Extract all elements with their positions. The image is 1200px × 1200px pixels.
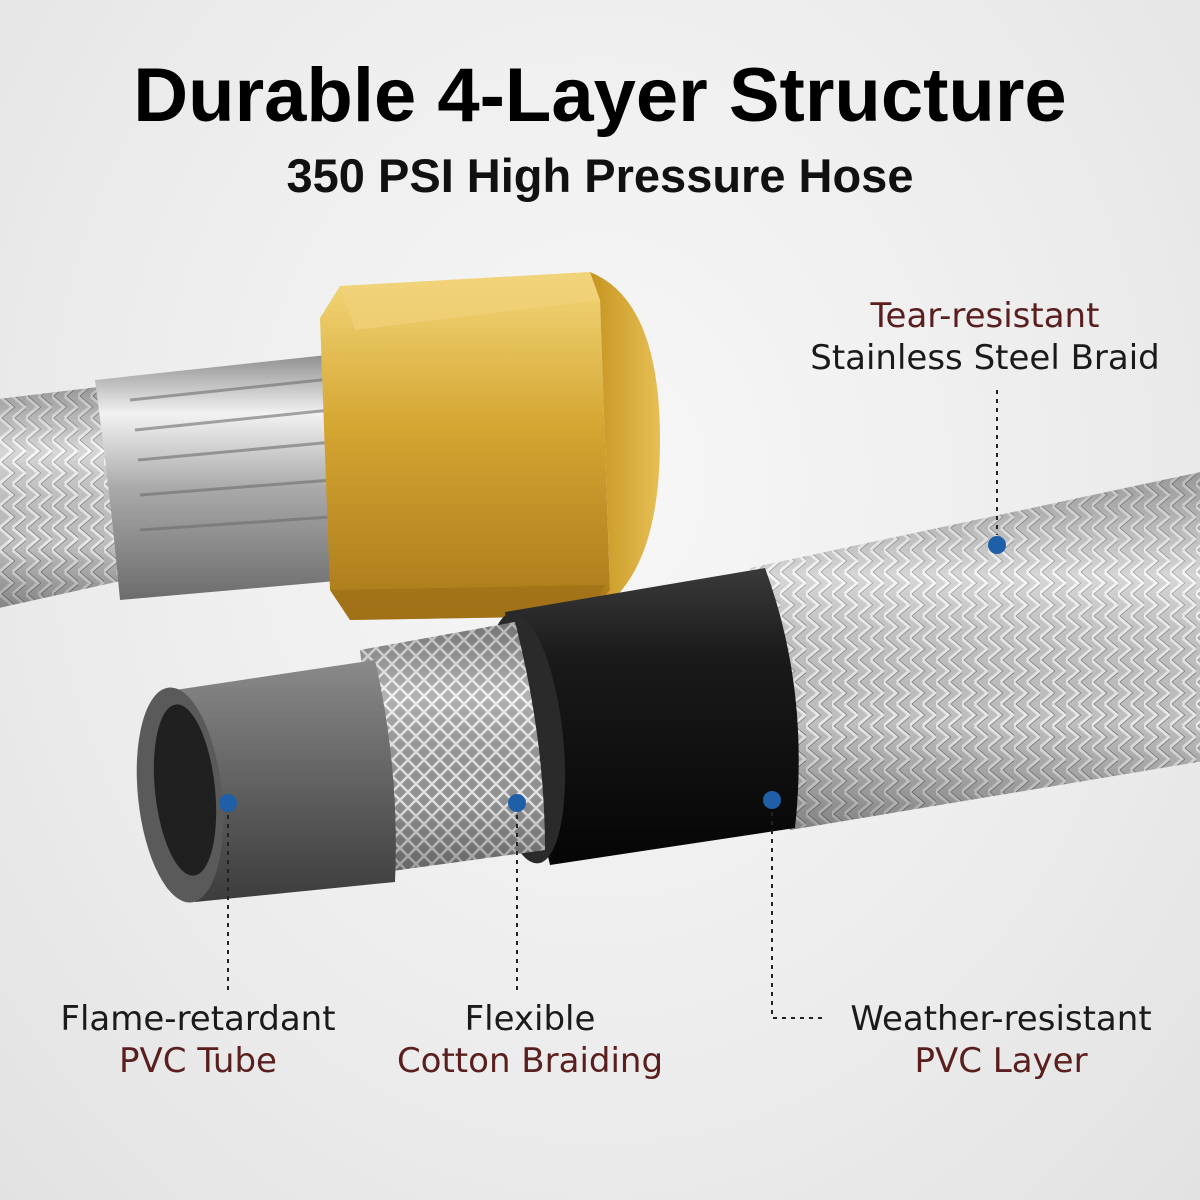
main-hose — [136, 472, 1200, 903]
callout-steel-braid-line1: Tear-resistant — [870, 296, 1100, 336]
leader-pvc-layer — [771, 812, 826, 1019]
callout-pvc-layer-line2: PVC Layer — [914, 1041, 1088, 1081]
callout-steel-braid: Tear-resistant Stainless Steel Braid — [785, 295, 1185, 379]
page-subtitle: 350 PSI High Pressure Hose — [286, 149, 914, 202]
callout-markers — [219, 536, 1006, 812]
callout-pvc-tube-line2: PVC Tube — [119, 1041, 277, 1081]
callout-cotton-braiding-line2: Cotton Braiding — [396, 1041, 664, 1081]
marker-steel-braid — [988, 536, 1006, 554]
callout-pvc-layer-line1: Weather-resistant — [850, 999, 1152, 1039]
callout-pvc-tube: Flame-retardant PVC Tube — [28, 998, 368, 1082]
marker-cotton-braiding — [508, 794, 526, 812]
callout-cotton-braiding: Flexible Cotton Braiding — [370, 998, 690, 1082]
marker-pvc-tube — [219, 794, 237, 812]
callout-leaders — [227, 390, 998, 1019]
callout-pvc-layer: Weather-resistant PVC Layer — [826, 998, 1176, 1082]
callout-pvc-tube-line1: Flame-retardant — [60, 999, 336, 1039]
page-title: Durable 4-Layer Structure — [133, 53, 1067, 138]
upper-hose — [0, 272, 660, 620]
callout-cotton-braiding-line1: Flexible — [464, 999, 596, 1039]
callout-steel-braid-line2: Stainless Steel Braid — [810, 338, 1160, 378]
marker-pvc-layer — [763, 791, 781, 809]
